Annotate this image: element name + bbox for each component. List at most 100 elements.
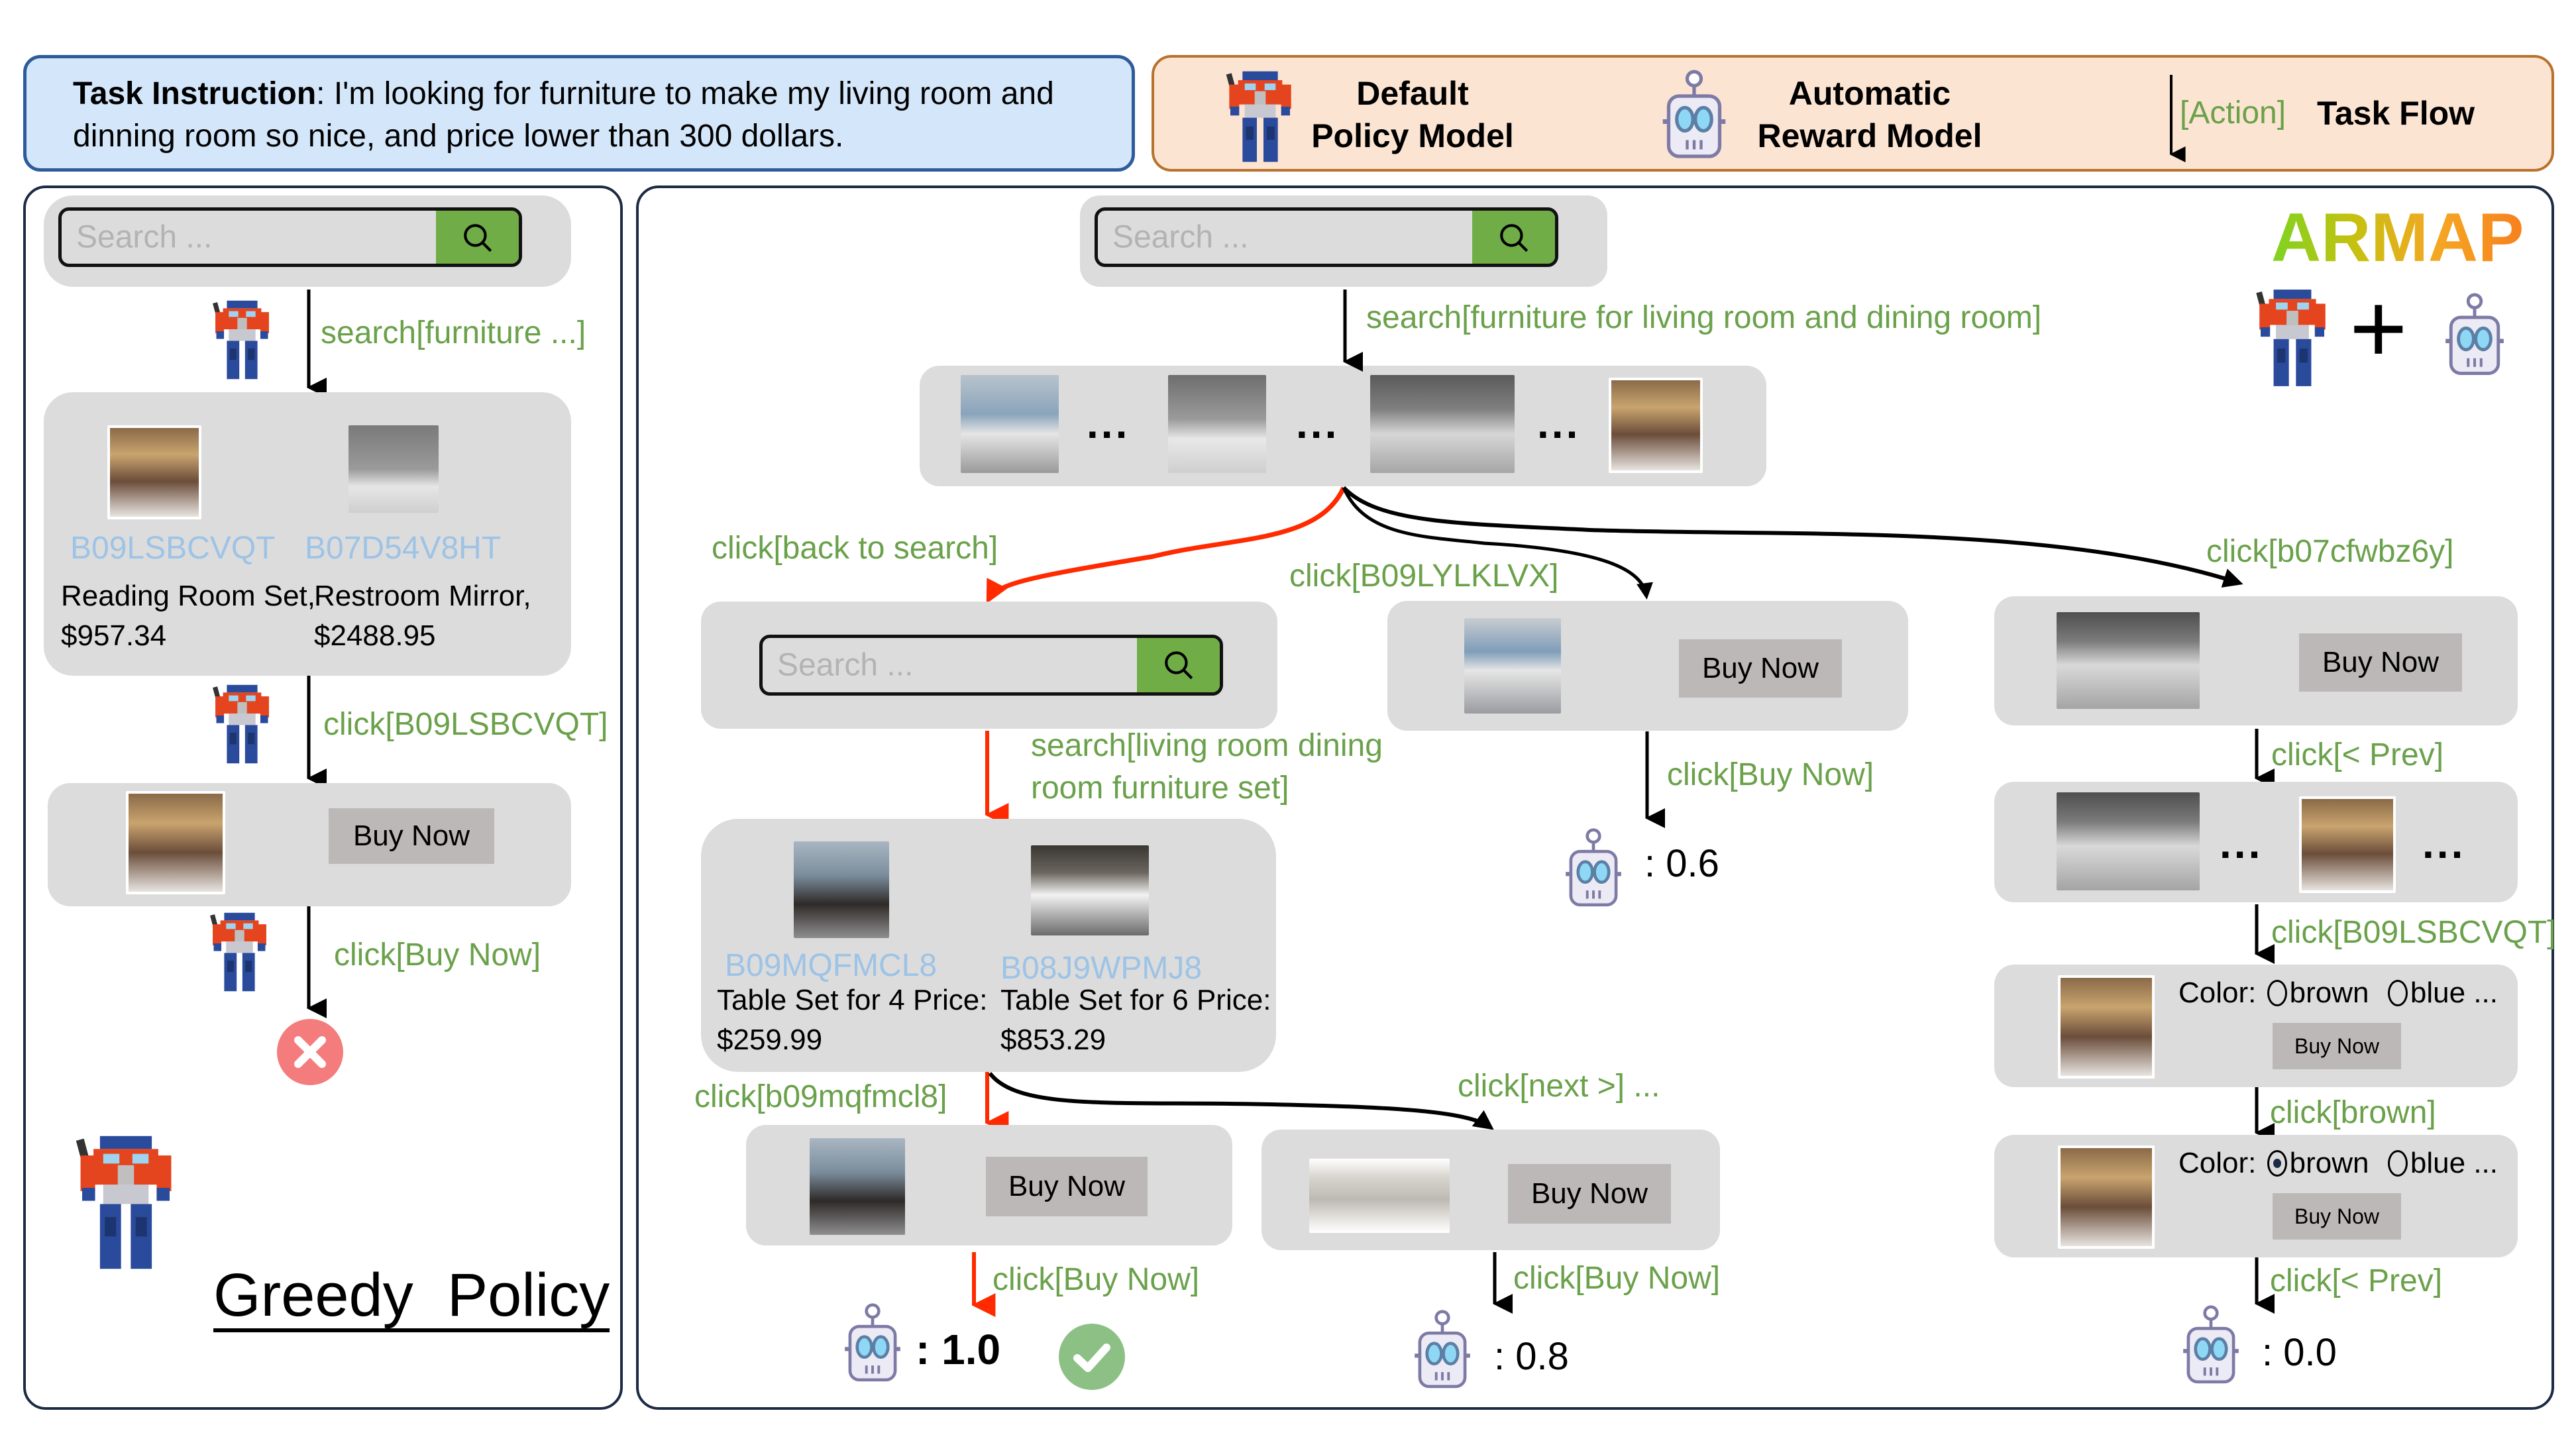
reward-robot-icon — [836, 1302, 909, 1384]
legend-task-flow: Task Flow — [2317, 95, 2475, 132]
buy-now-button[interactable]: Buy Now — [2273, 1023, 2401, 1069]
product-image-coffee-table-2 — [1309, 1159, 1450, 1233]
color-radio-blue[interactable] — [2387, 980, 2408, 1006]
search-icon — [1500, 224, 1529, 252]
more-results-dots: ... — [1537, 399, 1581, 447]
legend-action-tag: [Action] — [2180, 95, 2286, 131]
more-results-dots: ... — [2220, 820, 2263, 867]
reward-score: : 1.0 — [916, 1326, 1001, 1373]
armap-back-search-node: Search ... — [701, 602, 1277, 729]
reward-robot-icon — [1557, 827, 1630, 909]
armap-back-action: click[back to search] — [712, 531, 998, 566]
task-flow-arrow-icon — [2169, 75, 2186, 162]
greedy-policy-title: Greedy Policy — [213, 1262, 610, 1332]
buy-now-button[interactable]: Buy Now — [329, 808, 494, 864]
asin-link[interactable]: B07D54V8HT — [305, 531, 502, 566]
armap-next-action: click[next >] ... — [1458, 1069, 1660, 1104]
product-price: $853.29 — [1000, 1024, 1106, 1056]
greedy-step3-action: click[Buy Now] — [334, 937, 541, 973]
armap-right-product-node: Buy Now — [1994, 596, 2518, 725]
product-title: Table Set for 6 Price: — [1000, 984, 1271, 1016]
plus-sign: + — [2349, 272, 2408, 384]
product-image-coffee-table[interactable] — [961, 375, 1059, 473]
greedy-product-node: Buy Now — [48, 783, 571, 906]
search-button[interactable] — [1137, 638, 1220, 692]
policy-robot-icon — [210, 912, 266, 992]
reward-score: : 0.0 — [2262, 1331, 2337, 1374]
product-image-restroom-mirror[interactable] — [349, 425, 439, 513]
asin-link[interactable]: B09MQFMCL8 — [725, 948, 938, 983]
product-image-table-set-4 — [810, 1138, 905, 1235]
color-option-blue: blue ... — [2410, 977, 2498, 1009]
search-placeholder: Search ... — [1112, 219, 1249, 255]
greedy-step1-action: search[furniture ...] — [321, 315, 586, 350]
search-button[interactable] — [436, 211, 519, 264]
armap-next-buy-action: click[Buy Now] — [1513, 1261, 1721, 1296]
search-button[interactable] — [1472, 211, 1555, 264]
reward-robot-icon — [2438, 292, 2511, 378]
task-instruction-text: : I'm looking for furniture to make my l… — [73, 76, 1054, 154]
armap-search2-action-line2: room furniture set] — [1031, 770, 1289, 806]
armap-back-search-input[interactable]: Search ... — [759, 635, 1223, 696]
fail-icon — [277, 1019, 343, 1085]
legend-reward-line2: Reward Model — [1757, 117, 1982, 154]
product-price: $259.99 — [717, 1024, 823, 1056]
product-image-reading-room-set — [2058, 1145, 2155, 1249]
reward-robot-icon — [2174, 1304, 2247, 1386]
buy-now-button[interactable]: Buy Now — [2273, 1193, 2401, 1240]
color-option-row: Color: brown blue ... — [2178, 977, 2498, 1010]
color-radio-brown[interactable] — [2267, 980, 2287, 1006]
search-icon — [1165, 651, 1193, 680]
buy-now-button[interactable]: Buy Now — [2299, 633, 2462, 692]
buy-now-button[interactable]: Buy Now — [1508, 1164, 1671, 1224]
product-image-glass-table[interactable] — [1370, 375, 1515, 473]
search-placeholder: Search ... — [76, 219, 213, 255]
armap-pick-buy-action: click[Buy Now] — [993, 1262, 1200, 1297]
asin-link[interactable]: B08J9WPMJ8 — [1000, 951, 1203, 986]
product-title: Restroom Mirror, — [314, 580, 531, 612]
color-radio-brown-selected[interactable] — [2267, 1150, 2287, 1177]
legend-policy-label: Default Policy Model — [1300, 72, 1525, 157]
product-image-table-set-6[interactable] — [1031, 845, 1149, 935]
armap-search-input[interactable]: Search ... — [1095, 207, 1558, 267]
reward-score: : 0.8 — [1494, 1335, 1569, 1378]
armap-right-color-node-2: Color: brown blue ... Buy Now — [1994, 1135, 2518, 1257]
more-results-dots: ... — [1296, 399, 1340, 447]
reward-robot-icon — [1406, 1308, 1479, 1391]
legend-reward-line1: Automatic — [1788, 75, 1951, 112]
policy-robot-icon — [2256, 290, 2326, 386]
policy-robot-icon — [213, 684, 269, 764]
color-radio-blue[interactable] — [2387, 1150, 2408, 1177]
legend-reward-label: Automatic Reward Model — [1737, 72, 2002, 157]
search-placeholder: Search ... — [777, 647, 914, 683]
armap-right-color-action: click[brown] — [2270, 1095, 2436, 1130]
policy-robot-icon — [1226, 71, 1291, 162]
color-label: Color: — [2178, 977, 2257, 1009]
product-image-reading-room-set[interactable] — [2299, 796, 2396, 893]
product-title: Table Set for 4 Price: — [717, 984, 988, 1016]
asin-link[interactable]: B09LSBCVQT — [70, 531, 276, 566]
product-image-glass-table[interactable] — [2057, 792, 2200, 890]
product-image-reading-room-set — [126, 791, 225, 894]
product-image-table-set-4[interactable] — [794, 841, 889, 938]
task-instruction-label: Task Instruction — [73, 76, 317, 111]
greedy-search-input[interactable]: Search ... — [58, 207, 522, 267]
buy-now-button[interactable]: Buy Now — [1679, 639, 1842, 698]
armap-mid-action: click[B09LYLKLVX] — [1289, 558, 1559, 594]
product-price: $2488.95 — [314, 619, 436, 652]
legend-box: Default Policy Model Automatic Reward Mo… — [1152, 55, 2554, 172]
armap-next-product-node: Buy Now — [1261, 1130, 1720, 1250]
armap-right-item-action: click[B09LSBCVQT] — [2271, 915, 2556, 950]
product-image-mirror-console[interactable] — [1168, 375, 1266, 473]
color-option-brown: brown — [2289, 1147, 2369, 1179]
armap-mid-buy-action: click[Buy Now] — [1667, 757, 1874, 792]
search-icon — [464, 224, 492, 252]
armap-search2-action-line1: search[living room dining — [1031, 728, 1383, 763]
armap-right-results-node: ... ... — [1994, 782, 2518, 902]
policy-robot-icon — [76, 1136, 172, 1269]
buy-now-button[interactable]: Buy Now — [986, 1157, 1148, 1216]
task-instruction-box: Task Instruction: I'm looking for furnit… — [23, 55, 1135, 172]
product-image-reading-room-set[interactable] — [1609, 378, 1703, 473]
product-image-reading-room-set[interactable] — [107, 425, 201, 519]
armap-root-action: search[furniture for living room and din… — [1366, 300, 2042, 335]
